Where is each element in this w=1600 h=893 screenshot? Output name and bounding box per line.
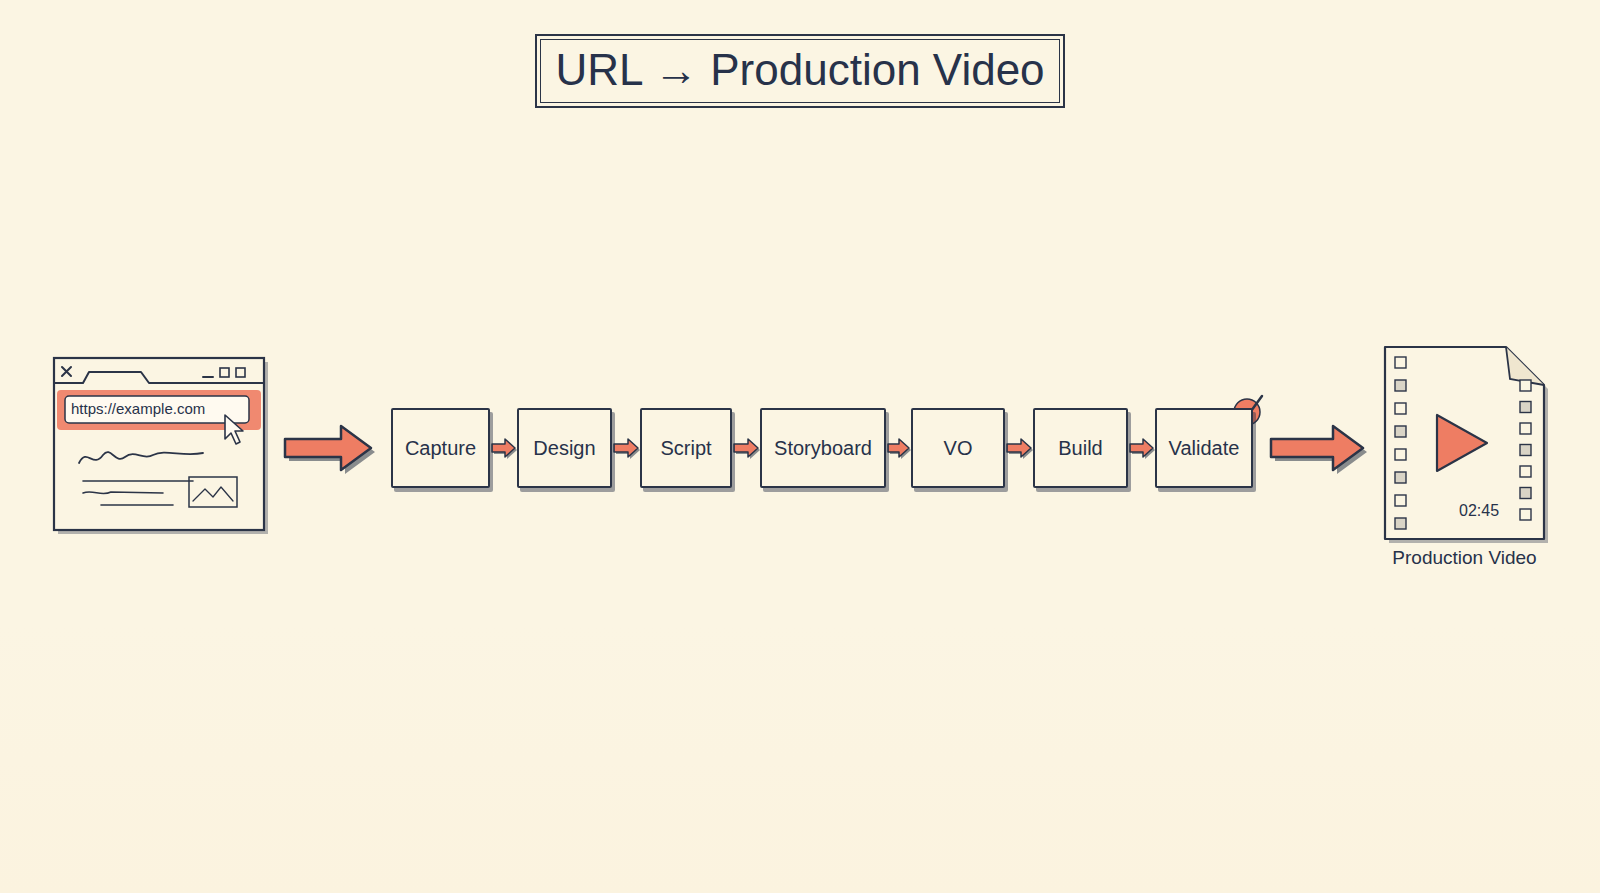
step-label: VO xyxy=(944,437,973,460)
minimize-icon xyxy=(203,376,213,378)
title: URL → Production Video xyxy=(555,44,1044,96)
step-label: Storyboard xyxy=(774,437,872,460)
text-line xyxy=(83,492,163,494)
process-box: VO xyxy=(911,408,1005,488)
arrow-body xyxy=(285,426,371,470)
process-box: Design xyxy=(517,408,612,488)
mouse-cursor xyxy=(225,415,243,444)
process-box: Validate xyxy=(1155,408,1253,488)
flow-arrow xyxy=(1271,426,1367,474)
arrow-body xyxy=(1007,439,1031,457)
step-label: Build xyxy=(1058,437,1102,460)
text-line xyxy=(101,504,173,506)
film-hole xyxy=(1520,445,1531,456)
process-box: Build xyxy=(1033,408,1128,488)
film-hole xyxy=(1395,426,1406,437)
flow-arrow xyxy=(285,426,375,474)
image-mountain xyxy=(193,487,233,501)
arrow-body xyxy=(614,439,638,457)
arrow-body xyxy=(734,439,758,457)
arrow-body xyxy=(888,439,909,457)
content-scribble xyxy=(79,452,203,463)
video-label: Production Video xyxy=(1323,547,1600,569)
title-frame: URL → Production Video xyxy=(535,34,1064,108)
process-box: Script xyxy=(640,408,732,488)
arrow-body xyxy=(1130,439,1153,457)
film-hole xyxy=(1520,466,1531,477)
tab-bar xyxy=(54,372,264,383)
step-arrow xyxy=(1007,439,1033,459)
film-hole xyxy=(1395,380,1406,391)
step-label: Capture xyxy=(405,437,476,460)
step-arrow xyxy=(734,439,760,459)
text-line xyxy=(83,480,193,482)
maximize-icon xyxy=(220,368,229,377)
film-hole xyxy=(1520,402,1531,413)
step-arrow xyxy=(492,439,517,459)
folded-corner xyxy=(1506,347,1544,385)
film-hole xyxy=(1395,449,1406,460)
process-box: Capture xyxy=(391,408,490,488)
process-box: Storyboard xyxy=(760,408,886,488)
film-hole xyxy=(1395,518,1406,529)
url-text: https://example.com xyxy=(71,400,267,418)
play-icon xyxy=(1437,415,1487,471)
film-hole xyxy=(1520,488,1531,499)
film-hole xyxy=(1395,403,1406,414)
browser-window: https://example.com xyxy=(53,357,267,533)
step-label: Design xyxy=(533,437,595,460)
film-hole xyxy=(1520,423,1531,434)
title-inner-frame: URL → Production Video xyxy=(540,39,1059,103)
timecode: 02:45 xyxy=(1459,501,1546,521)
close-icon xyxy=(62,367,71,376)
step-arrow xyxy=(614,439,640,459)
film-hole xyxy=(1520,509,1531,520)
video-file: 02:45Production Video xyxy=(1383,345,1546,541)
film-hole xyxy=(1395,495,1406,506)
browser-outline xyxy=(53,357,267,533)
step-label: Script xyxy=(660,437,711,460)
film-hole xyxy=(1520,380,1531,391)
film-hole xyxy=(1395,357,1406,368)
film-hole xyxy=(1395,472,1406,483)
image-placeholder xyxy=(189,477,237,507)
arrow-body xyxy=(1271,426,1363,470)
step-label: Validate xyxy=(1169,437,1240,460)
restore-icon xyxy=(236,368,245,377)
step-arrow xyxy=(1130,439,1155,459)
arrow-body xyxy=(492,439,515,457)
window-frame xyxy=(54,358,264,530)
step-arrow xyxy=(888,439,911,459)
